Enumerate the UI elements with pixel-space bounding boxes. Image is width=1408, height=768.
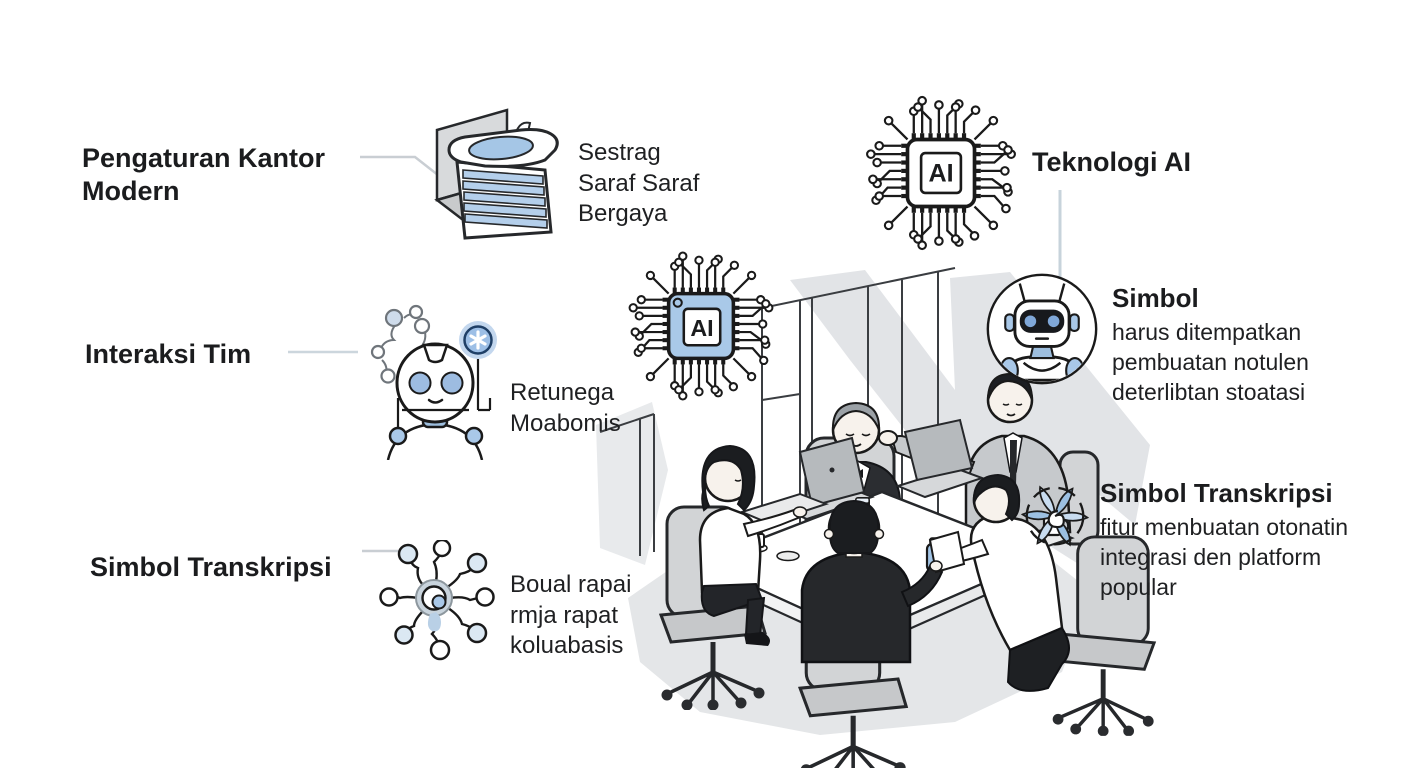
office-caption: Sestrag Saraf Saraf Bergaya [578,139,700,228]
laptop [895,418,986,499]
notepad [739,492,829,525]
team-title: Interaksi Tim [85,339,252,369]
transcription-right-title: Simbol Transkripsi [1100,478,1333,508]
swirl-icon [1020,485,1090,547]
team-caption: Retunega Moabomis [510,379,621,437]
chip-label: AI [928,159,953,187]
ai-chip-blue-icon: AI [628,251,774,401]
simbol-title: Simbol [1112,283,1199,313]
person-back-view [800,499,966,768]
office-title: Pengaturan Kantor Modern [82,143,326,206]
transcription-left-title: Simbol Transkripsi [90,552,332,582]
transcription-right-caption: fitur menbuatan otonatin integrasi den p… [1100,514,1349,600]
person-woman [661,444,808,711]
transcription-left-caption: Boual rapai rmja rapat koluabasis [510,571,632,660]
layered-stack-icon [434,108,559,240]
robot-avatar-icon [986,273,1098,385]
simbol-caption: harus ditempatkan pembuatan notulen dete… [1112,319,1309,405]
ai-chip-outline-icon: AI [865,95,1017,251]
chip-label: AI [690,315,713,341]
robot-head-icon [370,304,497,460]
technology-title: Teknologi AI [1032,147,1191,177]
network-nodes-icon [379,540,495,661]
